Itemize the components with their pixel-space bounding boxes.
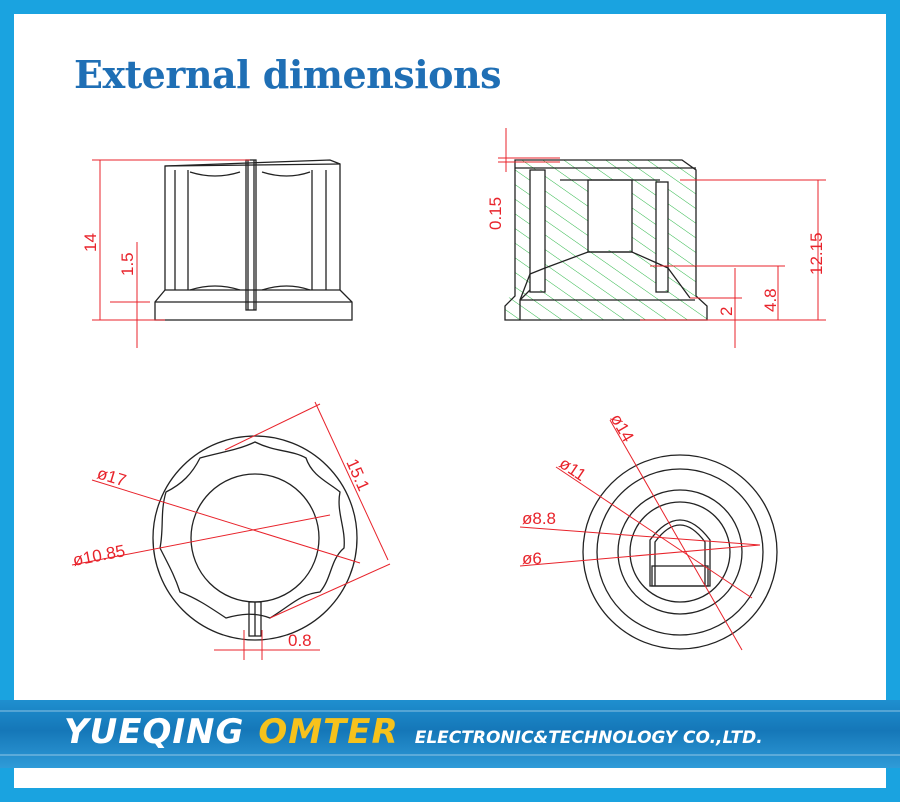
dim-section-top: 0.15: [486, 197, 505, 230]
side-view: [154, 159, 353, 321]
company-name: YUEQING OMTER ELECTRONIC&TECHNOLOGY CO.,LT…: [64, 712, 763, 752]
section-view: [504, 159, 708, 321]
dim-top-width-15-1: 15.1: [342, 456, 373, 494]
banner-streak: [0, 710, 900, 712]
top-view: [152, 435, 358, 641]
dim-section-base: 2: [717, 307, 736, 316]
dim-section-total: 12.15: [807, 232, 826, 275]
dim-top-dia-17: ø17: [95, 464, 129, 491]
company-word-omter: OMTER: [258, 712, 399, 752]
dim-bottom-dia-8-8: ø8.8: [522, 509, 556, 528]
banner-streak: [0, 754, 900, 756]
dim-bottom-dia-6: ø6: [522, 549, 542, 568]
technical-drawing: 14 1.5 0.15 12.15 4.8 2: [71, 128, 826, 660]
section-view-dims: [498, 128, 826, 348]
company-word-electronic: ELECTRONIC&TECHNOLOGY CO.,LTD.: [414, 728, 763, 748]
dim-section-inner: 4.8: [761, 288, 780, 312]
dim-top-dia-10-85: ø10.85: [71, 541, 127, 570]
company-banner: YUEQING OMTER ELECTRONIC&TECHNOLOGY CO.,LT…: [0, 700, 900, 768]
dim-bottom-dia-11: ø11: [556, 454, 590, 485]
company-word-yueqing: YUEQING: [64, 712, 245, 752]
dim-side-height: 14: [81, 233, 100, 252]
top-view-dims: [71, 401, 391, 660]
dim-bottom-dia-14: ø14: [607, 411, 638, 446]
bottom-view-dims: [519, 419, 761, 651]
dim-side-flange: 1.5: [118, 252, 137, 276]
page-title: External dimensions: [74, 52, 502, 97]
dim-top-slot: 0.8: [288, 631, 312, 650]
side-view-dims: [92, 159, 250, 348]
